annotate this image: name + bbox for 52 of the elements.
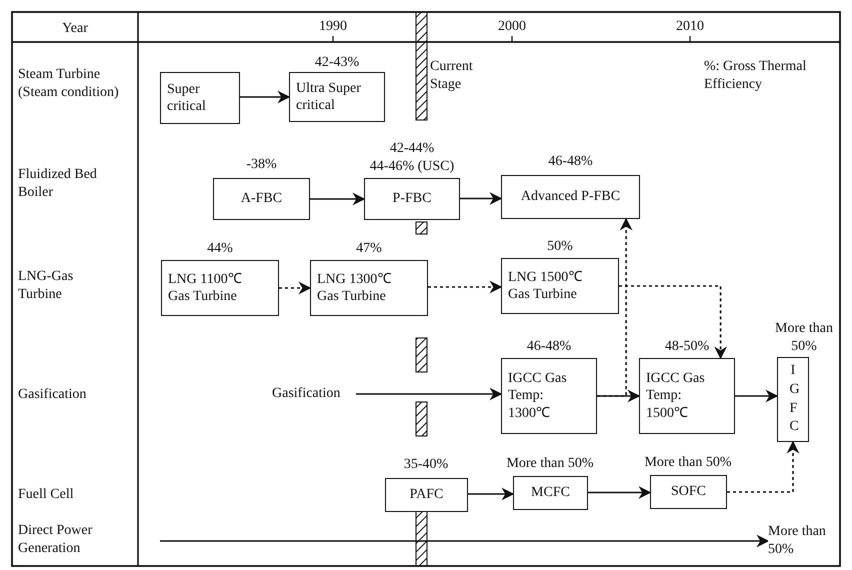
row-header: Direct Power Generation: [18, 522, 94, 557]
efficiency-label: More than 50%: [643, 454, 733, 472]
year-label: 2000: [497, 18, 527, 36]
efficiency-label: 48-50%: [664, 338, 710, 356]
dashed-arrow: [727, 440, 800, 493]
efficiency-label: 47%: [355, 240, 383, 258]
technology-box: MCFC: [513, 476, 588, 510]
efficiency-label: 42-44% 44-46% (USC): [368, 140, 456, 175]
technology-box: LNG 1300℃ Gas Turbine: [310, 260, 428, 316]
row-header: Fluidized Bed Boiler: [18, 166, 98, 201]
row-header: Gasification: [18, 386, 88, 404]
arrow: [240, 90, 290, 104]
year-label: 1990: [318, 18, 348, 36]
efficiency-label: 42-43%: [314, 54, 360, 72]
technology-box: SOFC: [650, 475, 727, 509]
technology-box: A-FBC: [213, 178, 310, 220]
technology-box: Ultra Super critical: [289, 72, 385, 122]
note-text: %: Gross Thermal Efficiency: [704, 58, 808, 93]
arrow: [160, 534, 770, 548]
year-label: 2010: [675, 18, 705, 36]
arrow: [588, 486, 652, 499]
arrow: [468, 488, 514, 500]
dashed-arrow: [619, 285, 727, 360]
efficiency-label: More than 50%: [774, 320, 834, 355]
technology-box: PAFC: [385, 478, 468, 512]
technology-box: P-FBC: [364, 178, 460, 220]
arrow: [735, 390, 778, 402]
efficiency-label: More than 50%: [505, 455, 595, 472]
efficiency-label: 46-48%: [547, 153, 594, 170]
technology-box: IGCC Gas Temp: 1500℃: [639, 358, 735, 434]
efficiency-label: 46-48%: [526, 338, 572, 356]
efficiency-label: -38%: [245, 156, 278, 174]
technology-box: Super critical: [160, 72, 240, 124]
technology-box: Advanced P-FBC: [501, 175, 640, 219]
efficiency-label: 50%: [546, 238, 574, 256]
arrow: [460, 192, 502, 205]
column-header: Year: [61, 20, 89, 38]
marker-label: Current Stage: [430, 58, 474, 93]
efficiency-label: 44%: [206, 240, 234, 258]
technology-box: LNG 1500℃ Gas Turbine: [501, 258, 619, 314]
efficiency-label: 35-40%: [402, 456, 450, 474]
row-header: Fuell Cell: [18, 486, 75, 504]
technology-box: LNG 1100℃ Gas Turbine: [161, 260, 279, 316]
arrow: [597, 390, 640, 402]
technology-box: IGFC: [777, 357, 809, 442]
dashed-arrow: [428, 280, 502, 294]
dashed-arrow: [279, 282, 312, 294]
arrow: [310, 192, 366, 206]
technology-box: IGCC Gas Temp: 1300℃: [501, 358, 597, 434]
row-header: LNG-Gas Turbine: [18, 268, 74, 303]
row-header: Steam Turbine (Steam condition): [18, 66, 120, 101]
arrow: [356, 388, 502, 400]
